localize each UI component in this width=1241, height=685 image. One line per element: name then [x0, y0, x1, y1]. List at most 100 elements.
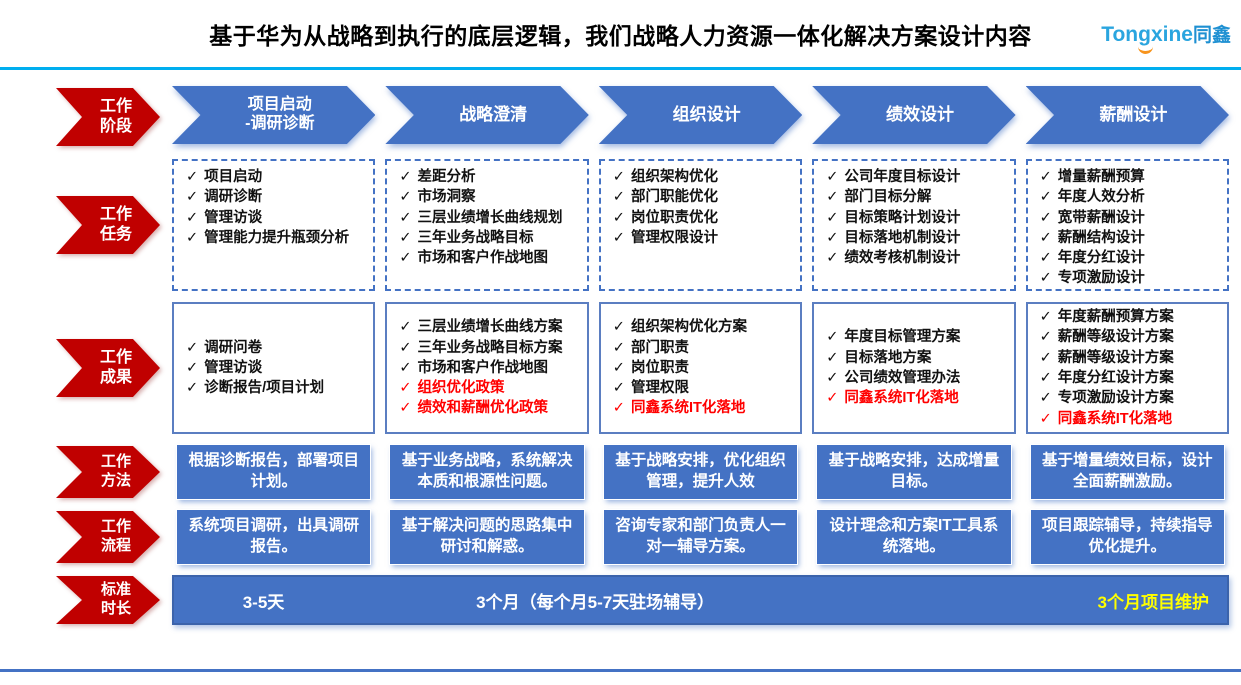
header: 基于华为从战略到执行的底层逻辑，我们战略人力资源一体化解决方案设计内容 Tong… [0, 0, 1241, 70]
task-list: ✓公司年度目标设计✓部门目标分解✓目标策略计划设计✓目标落地机制设计✓绩效考核机… [822, 165, 1005, 285]
check-icon: ✓ [186, 380, 199, 397]
task-item-text: 管理访谈 [204, 209, 263, 226]
results-box-5: ✓年度薪酬预算方案✓薪酬等级设计方案✓薪酬等级设计方案✓年度分红设计方案✓专项激… [1025, 302, 1229, 434]
task-item-text: 项目启动 [204, 169, 263, 185]
task-item-text: 年度分红设计 [1057, 250, 1145, 267]
result-item: ✓目标落地方案 [824, 348, 1005, 368]
check-icon: ✓ [826, 349, 839, 366]
check-icon: ✓ [612, 339, 625, 356]
result-item: ✓组织架构优化方案 [611, 317, 792, 337]
task-item-text: 管理能力提升瓶颈分析 [204, 229, 350, 246]
stage-arrow-label: 组织设计 [672, 104, 741, 124]
row-label-arrow-stage: 工作阶段 [56, 88, 160, 146]
task-item: ✓ 年度人效分析 [1038, 187, 1219, 207]
check-icon: ✓ [399, 169, 412, 185]
check-icon: ✓ [399, 380, 412, 397]
task-item-text: 三年业务战略目标 [417, 229, 534, 246]
stage-arrow-label: 绩效设计 [885, 104, 954, 124]
result-list: ✓三层业绩增长曲线方案✓三年业务战略目标方案✓市场和客户作战地图✓组织优化政策✓… [395, 308, 578, 428]
tasks-box-2: ✓差距分析✓市场洞察✓三层业绩增长曲线规划✓三年业务战略目标✓市场和客户作战地图 [385, 159, 589, 291]
task-item: ✓年度分红设计 [1038, 248, 1219, 268]
row-label-text: 阶段 [99, 118, 132, 135]
result-item: ✓同鑫系统IT化落地 [824, 388, 1005, 408]
stage-arrow-3: 组织设计 [598, 86, 803, 148]
task-item: ✓目标落地机制设计 [824, 228, 1005, 248]
tasks-box-3: ✓组织架构优化✓部门职能优化✓岗位职责优化✓管理权限设计 [598, 159, 803, 291]
check-icon: ✓ [186, 339, 199, 356]
result-item-text: 诊断报告/项目计划 [204, 380, 325, 397]
result-item: ✓ 调研问卷 [184, 338, 365, 358]
result-item-text: 管理访谈 [204, 359, 263, 376]
check-icon: ✓ [826, 189, 839, 206]
check-icon: ✓ [399, 319, 412, 336]
result-list: ✓组织架构优化方案✓部门职责✓岗位职责✓管理权限✓同鑫系统IT化落地 [609, 308, 792, 428]
task-item: ✓市场洞察 [397, 187, 578, 207]
task-item: ✓三年业务战略目标 [397, 228, 578, 248]
row-label-results: 工作成果 [56, 302, 162, 434]
check-icon: ✓ [1039, 229, 1052, 246]
row-label-arrow-duration: 标准时长 [56, 576, 160, 624]
task-item-text: 年度人效分析 [1057, 189, 1145, 206]
result-item: ✓薪酬等级设计方案 [1038, 327, 1219, 347]
method-box-3: 基于战略安排，优化组织管理，提升人效 [603, 445, 798, 499]
method-box-5: 基于增量绩效目标，设计全面薪酬激励。 [1030, 445, 1224, 499]
row-label-arrow-process: 工作流程 [56, 511, 160, 563]
result-item-text: 同鑫系统IT化落地 [844, 390, 959, 407]
row-label-text: 方法 [100, 472, 131, 489]
result-item-text: 三年业务战略目标方案 [417, 339, 563, 356]
check-icon: ✓ [1039, 270, 1052, 287]
stage-arrow-label: 薪酬设计 [1099, 104, 1168, 124]
stage-arrow-shape: 薪酬设计 [1025, 86, 1229, 144]
stage-arrow-shape: 战略澄清 [385, 86, 589, 144]
result-item: ✓年度薪酬预算方案 [1038, 307, 1219, 327]
task-item: ✓薪酬结构设计 [1038, 228, 1219, 248]
bottom-divider [0, 669, 1241, 672]
check-icon: ✓ [1039, 370, 1052, 386]
brand-logo-cjk: 同鑫 [1192, 25, 1231, 46]
check-icon: ✓ [186, 189, 199, 206]
task-item-text: 公司年度目标设计 [844, 169, 961, 185]
result-item: ✓ 薪酬等级设计方案 [1038, 348, 1219, 368]
process-box-4: 设计理念和方案IT工具系统落地。 [817, 510, 1011, 564]
logo-smile-icon [1138, 43, 1154, 54]
check-icon: ✓ [399, 359, 412, 376]
stage-arrow-1: 项目启动-调研诊断 [172, 86, 376, 148]
check-icon: ✓ [1039, 189, 1052, 206]
result-item: ✓同鑫系统IT化落地 [1038, 409, 1219, 429]
result-item: ✓ 管理访谈 [184, 358, 365, 378]
result-item-text: 调研问卷 [204, 339, 263, 356]
stage-arrow-label: -调研诊断 [245, 115, 315, 132]
results-box-4: ✓年度目标管理方案✓目标落地方案✓公司绩效管理办法✓同鑫系统IT化落地 [812, 302, 1016, 434]
result-item-text: 年度目标管理方案 [844, 329, 961, 346]
task-item-text: 宽带薪酬设计 [1057, 209, 1145, 226]
stage-arrow-shape: 绩效设计 [812, 86, 1016, 144]
check-icon: ✓ [186, 229, 199, 246]
task-item-text: 目标落地机制设计 [844, 229, 961, 246]
task-item-text: 岗位职责优化 [630, 209, 718, 226]
check-icon: ✓ [186, 359, 199, 376]
result-item: ✓同鑫系统IT化落地 [611, 398, 792, 418]
result-item-text: 年度分红设计方案 [1057, 370, 1174, 386]
process-box-3: 咨询专家和部门负责人一对一辅导方案。 [603, 510, 798, 564]
page-title: 基于华为从战略到执行的底层逻辑，我们战略人力资源一体化解决方案设计内容 [209, 22, 1032, 49]
check-icon: ✓ [1039, 349, 1052, 366]
task-item: ✓ 专项激励设计 [1038, 268, 1219, 288]
process-box-1: 系统项目调研，出具调研报告。 [177, 510, 371, 564]
result-item: ✓ 年度目标管理方案 [824, 327, 1005, 347]
result-item-text: 薪酬等级设计方案 [1057, 349, 1174, 366]
process-box-5: 项目跟踪辅导，持续指导优化提升。 [1030, 510, 1224, 564]
tasks-box-1: ✓项目启动✓调研诊断✓管理访谈✓管理能力提升瓶颈分析 [172, 159, 376, 291]
stage-arrow-label: 战略澄清 [459, 104, 528, 124]
task-item-text: 目标策略计划设计 [844, 209, 961, 226]
task-item: ✓差距分析 [397, 167, 578, 187]
check-icon: ✓ [826, 329, 839, 346]
task-item-text: 专项激励设计 [1057, 270, 1145, 287]
process-box-2: 基于解决问题的思路集中研讨和解惑。 [390, 510, 584, 564]
check-icon: ✓ [399, 339, 412, 356]
check-icon: ✓ [399, 400, 412, 417]
task-item-text: 市场和客户作战地图 [417, 250, 549, 267]
task-item: ✓部门职能优化 [611, 187, 792, 207]
task-item-text: 部门目标分解 [844, 189, 932, 206]
row-label-text: 标准 [100, 581, 131, 599]
task-item-text: 三层业绩增长曲线规划 [417, 209, 563, 226]
